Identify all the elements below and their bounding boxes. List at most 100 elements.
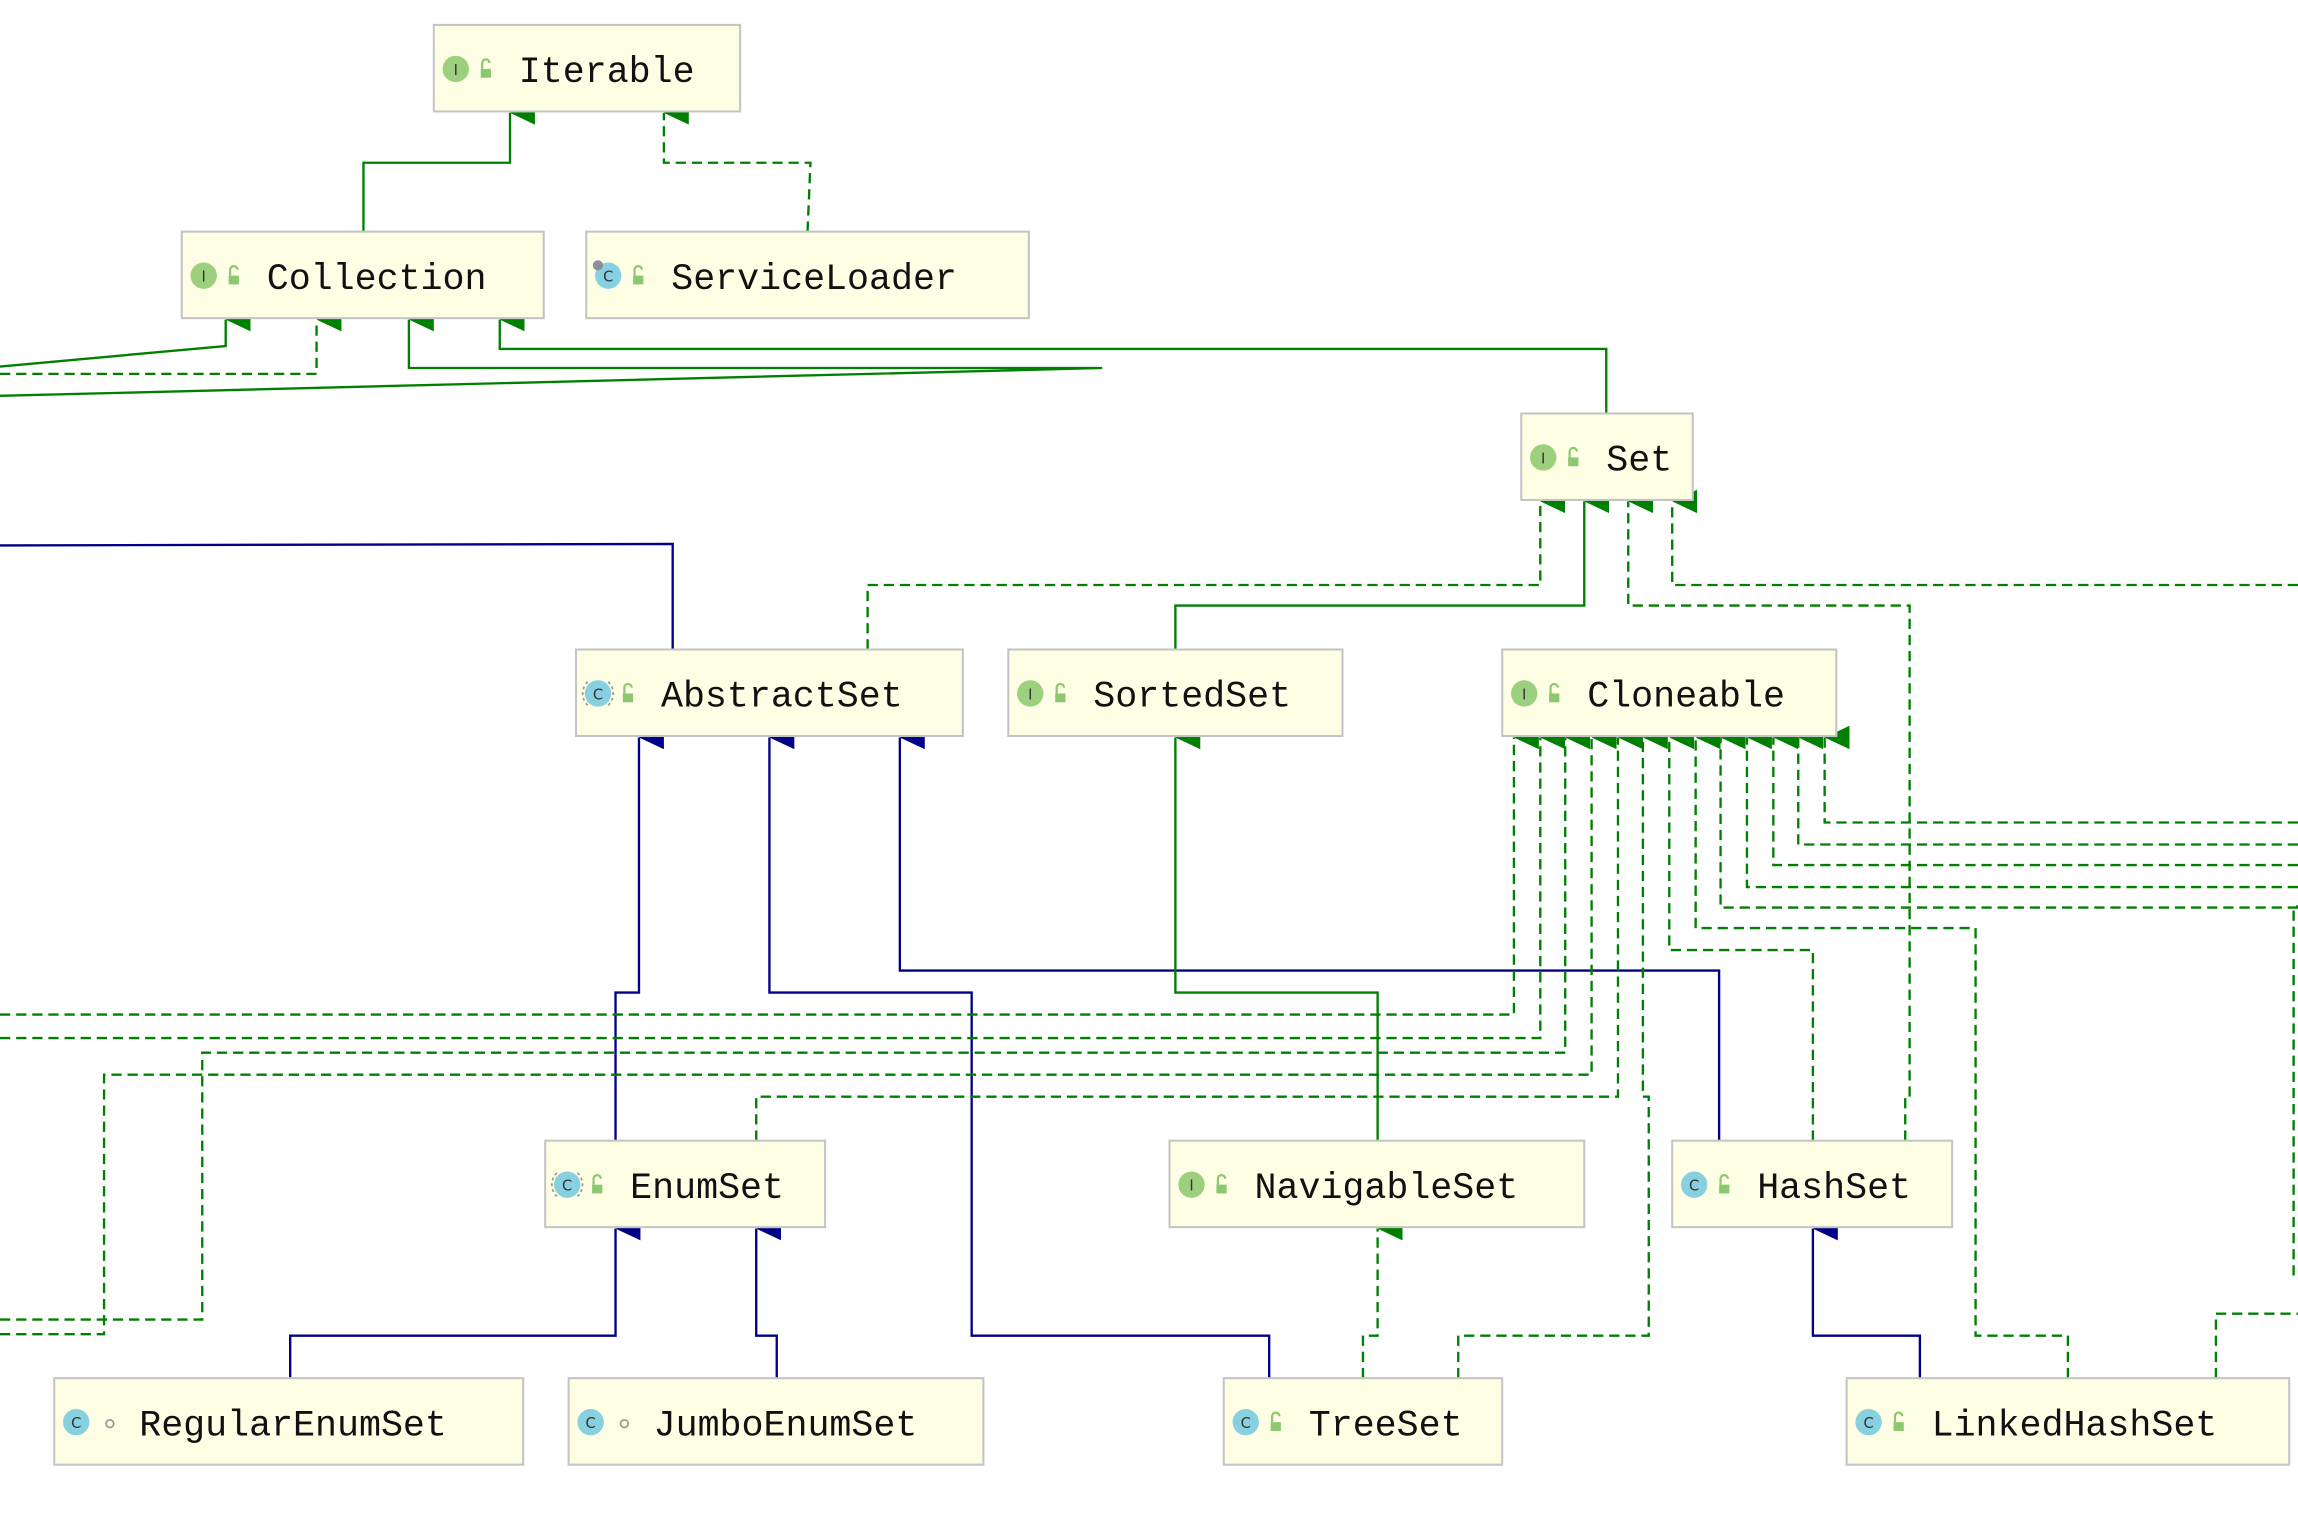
- abstract-class-icon: C: [581, 680, 615, 707]
- node-label: Set: [1606, 441, 1672, 483]
- icon-letter: C: [586, 1415, 596, 1432]
- node-linkedhashset[interactable]: C LinkedHashSet: [1845, 1377, 2291, 1466]
- edge-linkedhashset-implements-cloneable: [1694, 725, 2070, 1379]
- public-lock-icon: [622, 682, 634, 703]
- public-lock-icon: [1270, 1411, 1281, 1431]
- icon-letter: C: [593, 686, 603, 703]
- package-private-icon: [619, 1418, 630, 1429]
- node-box: [544, 1139, 827, 1229]
- node-label: TreeSet: [1309, 1405, 1463, 1447]
- node-iterable[interactable]: I Iterable: [432, 23, 742, 113]
- interface-icon: I: [1017, 680, 1044, 707]
- package-private-icon: [105, 1418, 115, 1429]
- public-lock-icon: [1893, 1411, 1904, 1431]
- node-treeset[interactable]: C TreeSet: [1222, 1377, 1504, 1466]
- icon-letter: C: [603, 268, 613, 285]
- interface-icon: I: [1530, 444, 1557, 471]
- icon-letter: I: [1189, 1178, 1193, 1195]
- edge-cloneable-4: [0, 725, 1617, 1336]
- node-box: [1168, 1139, 1586, 1229]
- node-label: AbstractSet: [661, 677, 903, 719]
- icon-letter: C: [1863, 1415, 1873, 1432]
- icon-letter: I: [1028, 686, 1032, 703]
- node-box: [1222, 1377, 1504, 1466]
- node-box: [1671, 1139, 1954, 1229]
- edge-linkedhashset-offscreen: [2214, 1312, 2298, 1379]
- node-label: JumboEnumSet: [654, 1405, 918, 1447]
- icon-letter: I: [454, 62, 458, 79]
- node-label: RegularEnumSet: [139, 1405, 447, 1447]
- node-box: [1845, 1377, 2291, 1466]
- node-abstractset[interactable]: C AbstractSet: [574, 648, 964, 738]
- node-regularenumset[interactable]: C RegularEnumSet: [53, 1377, 525, 1466]
- interface-icon: I: [442, 55, 469, 83]
- node-label: Collection: [267, 259, 487, 301]
- node-box: [574, 648, 964, 738]
- edge-serviceloader-implements-iterable: [662, 101, 812, 232]
- node-box: [1007, 648, 1344, 738]
- edge-hashset-implements-set: [1627, 489, 1911, 1141]
- public-lock-icon: [1719, 1174, 1730, 1194]
- node-box: [53, 1377, 525, 1466]
- class-icon: C: [1855, 1408, 1882, 1436]
- class-icon: C: [592, 260, 622, 289]
- node-cloneable[interactable]: I Cloneable: [1501, 648, 1838, 738]
- edge-jumboenumset-extends-enumset: [755, 1216, 782, 1379]
- public-lock-icon: [1549, 682, 1560, 703]
- node-label: HashSet: [1757, 1168, 1911, 1210]
- node-label: Iterable: [519, 52, 695, 94]
- class-icon: C: [577, 1408, 604, 1436]
- edge-treeset-extends-abstractset: [768, 725, 1271, 1379]
- edge-treeset-implements-navigableset: [1361, 1216, 1403, 1379]
- interface-icon: I: [1178, 1171, 1205, 1198]
- edge-abstractset-implements-set: [866, 489, 1566, 650]
- node-navigableset[interactable]: I NavigableSet: [1168, 1139, 1586, 1229]
- node-set[interactable]: I Set: [1520, 412, 1694, 501]
- edge-treeset-implements-cloneable: [1457, 725, 1668, 1379]
- icon-letter: I: [1541, 450, 1545, 467]
- class-icon: C: [1232, 1408, 1259, 1436]
- public-lock-icon: [1055, 682, 1066, 703]
- public-lock-icon: [633, 265, 644, 285]
- public-lock-icon: [480, 58, 491, 78]
- edge-sortedset-extends-set: [1174, 489, 1610, 650]
- edge-offscreen-implements-set: [1671, 489, 2298, 587]
- icon-letter: I: [202, 268, 206, 285]
- class-icon: C: [63, 1408, 90, 1436]
- edge-cloneable-3: [0, 725, 1591, 1321]
- node-label: Cloneable: [1587, 677, 1785, 719]
- node-jumboenumset[interactable]: C JumboEnumSet: [567, 1377, 985, 1466]
- node-box: [567, 1377, 985, 1466]
- edge-cloneable-2: [0, 725, 1566, 1040]
- edge-enumset-implements-cloneable: [755, 725, 1643, 1141]
- public-lock-icon: [1568, 446, 1579, 467]
- node-serviceloader[interactable]: C ServiceLoader: [585, 230, 1030, 320]
- edge-collection-extends-iterable: [362, 101, 535, 232]
- edge-linkedhashset-extends-hashset: [1811, 1216, 1922, 1379]
- edge-cloneable-1: [0, 725, 1539, 1016]
- node-label: LinkedHashSet: [1932, 1405, 2218, 1447]
- node-box: [180, 230, 545, 320]
- node-box: [432, 23, 742, 113]
- icon-letter: I: [1522, 686, 1526, 703]
- edge-regularenumset-extends-enumset: [289, 1216, 641, 1379]
- node-collection[interactable]: I Collection: [180, 230, 545, 320]
- node-box: [1501, 648, 1838, 738]
- node-label: NavigableSet: [1255, 1168, 1519, 1210]
- node-label: ServiceLoader: [671, 259, 957, 301]
- public-lock-icon: [228, 265, 239, 285]
- public-lock-icon: [1216, 1174, 1227, 1194]
- interface-icon: I: [1510, 680, 1538, 707]
- edge-abstractset-extends-offscreen: [0, 542, 674, 650]
- node-box: [585, 230, 1030, 320]
- edge-set-extends-collection: [498, 307, 1608, 414]
- edge-offscreen-implements-collection: [0, 307, 342, 376]
- edge-cloneable-9: [1721, 737, 2298, 1276]
- abstract-class-icon: C: [550, 1171, 584, 1198]
- edge-enumset-extends-abstractset: [614, 725, 664, 1141]
